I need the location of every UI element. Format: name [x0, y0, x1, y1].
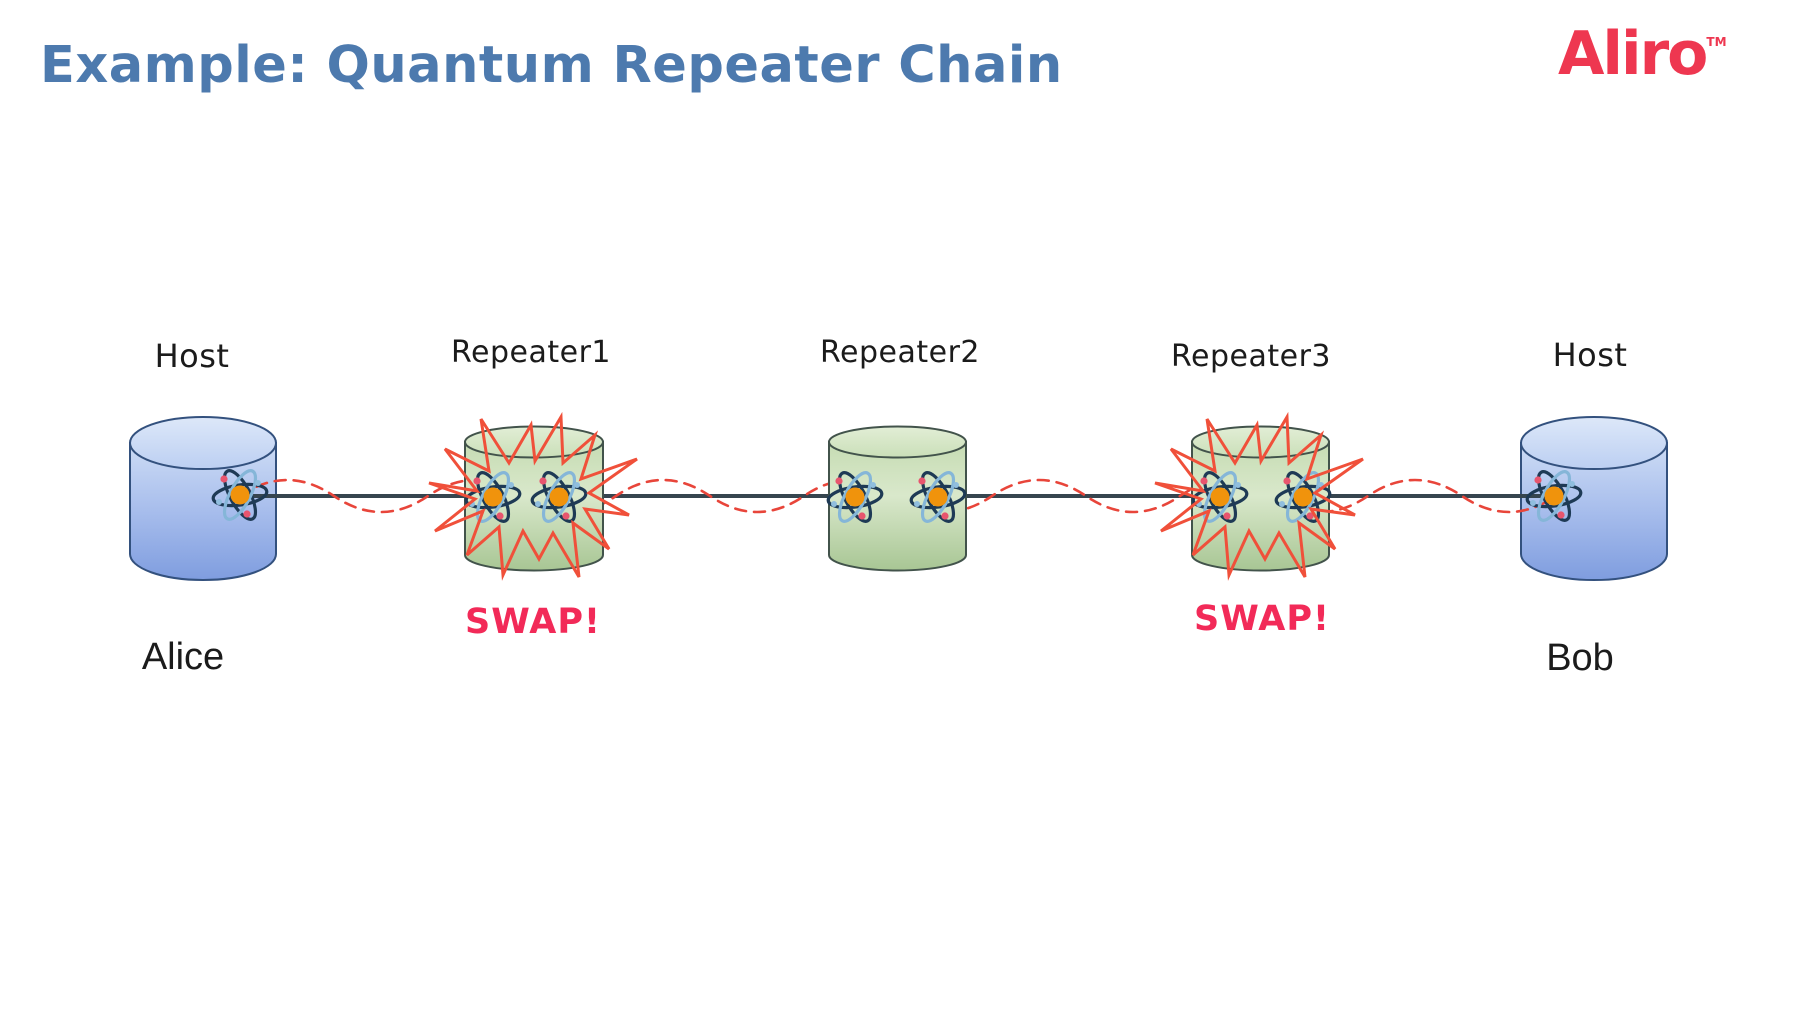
host-label-alice: Host	[154, 337, 230, 375]
swap-annotation-repeater1: SWAP!	[465, 602, 601, 642]
repeater2-label: Repeater2	[820, 335, 980, 370]
aliro-logo: AliroTM	[1558, 24, 1788, 84]
host-label-bob: Host	[1552, 336, 1628, 374]
bob-name-label: Bob	[1546, 637, 1614, 679]
alice-name-label: Alice	[141, 636, 225, 678]
repeater1-label: Repeater1	[451, 335, 611, 370]
page-title: Example: Quantum Repeater Chain	[40, 36, 1063, 95]
aliro-logo-text: Aliro	[1558, 19, 1708, 89]
trademark-symbol: TM	[1706, 35, 1727, 49]
repeater3-label: Repeater3	[1171, 339, 1331, 374]
swap-annotation-repeater3: SWAP!	[1194, 599, 1330, 639]
